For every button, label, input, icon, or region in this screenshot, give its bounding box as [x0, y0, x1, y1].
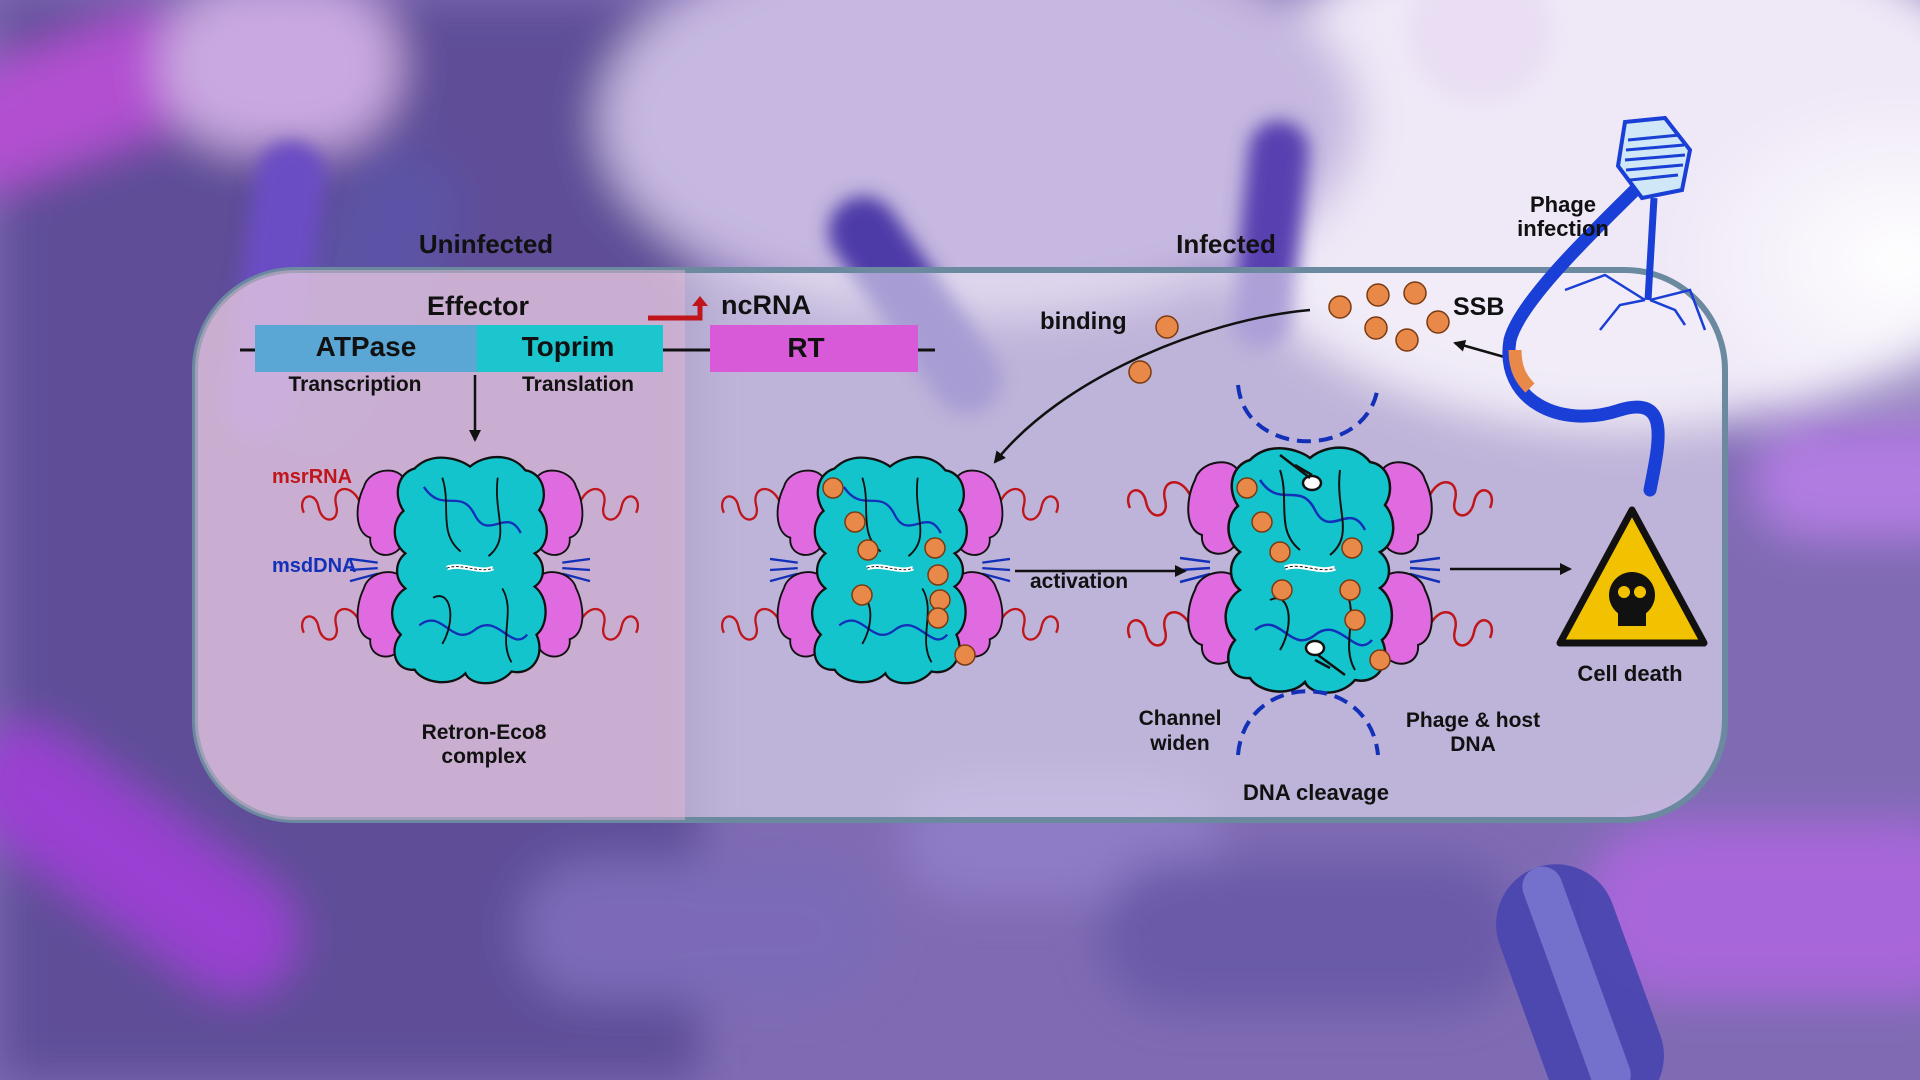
label-phage-1: Phage — [1529, 192, 1597, 217]
label-msddna: msdDNA — [272, 555, 357, 577]
label-translation: Translation — [521, 373, 635, 396]
label-dna-2: DNA — [1450, 733, 1496, 756]
label-activation: activation — [1030, 570, 1129, 593]
label-transcription: Transcription — [288, 373, 422, 396]
label-complex-name-1: Retron-Eco8 — [421, 721, 547, 744]
label-phage-2: infection — [1517, 216, 1609, 241]
label-ssb: SSB — [1453, 293, 1505, 321]
label-complex-name-2: complex — [441, 745, 527, 768]
label-infected: Infected — [1176, 229, 1276, 259]
label-toprim: Toprim — [521, 331, 615, 362]
ssb-free — [1128, 281, 1450, 384]
dna-channel-arcs — [1236, 384, 1380, 756]
label-effector: Effector — [426, 291, 530, 321]
label-cell-death: Cell death — [1577, 661, 1683, 686]
operon-genes — [240, 296, 935, 372]
label-binding: binding — [1040, 308, 1127, 335]
label-atpase: ATPase — [315, 331, 417, 362]
label-uninfected: Uninfected — [418, 229, 554, 259]
atpase-gene — [255, 325, 477, 372]
label-rt: RT — [787, 332, 825, 363]
promoter-arrow-icon — [648, 304, 703, 321]
phage-icon — [1502, 115, 1707, 497]
scissors-icon — [1279, 454, 1346, 677]
binding-arrow — [993, 308, 1311, 464]
ssb-activated — [1236, 477, 1391, 671]
label-dna-cleavage: DNA cleavage — [1243, 780, 1389, 805]
ssb-bound — [822, 477, 976, 666]
rt-gene — [710, 325, 918, 372]
label-ncrna: ncRNA — [721, 290, 812, 320]
label-dna-1: Phage & host — [1405, 709, 1541, 732]
label-msrrna: msrRNA — [272, 466, 353, 488]
toprim-gene — [477, 325, 663, 372]
skull-warning-icon — [1556, 506, 1708, 647]
label-channel-2: widen — [1150, 732, 1210, 755]
label-channel-1: Channel — [1138, 707, 1222, 730]
